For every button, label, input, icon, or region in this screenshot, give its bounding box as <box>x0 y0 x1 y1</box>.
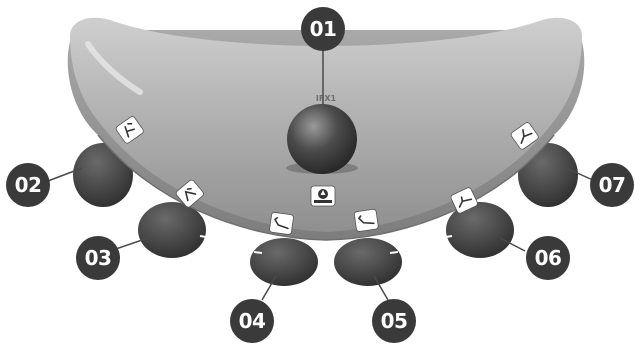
housing-lower-edge <box>97 134 555 241</box>
callout-01-label: 01 <box>310 17 337 41</box>
button-06[interactable] <box>446 202 514 258</box>
callout-07: 07 <box>590 163 634 207</box>
leader-02 <box>47 167 83 182</box>
callout-07-label: 07 <box>599 173 626 197</box>
button-02[interactable] <box>73 143 133 207</box>
lip-notch <box>439 235 453 239</box>
model-label: IFX1 <box>316 94 337 103</box>
seat-elevate-icon <box>450 187 478 214</box>
callout-01: 01 <box>301 7 345 51</box>
drive-mode-icon <box>310 185 336 207</box>
leader-07 <box>565 167 596 182</box>
joystick-knob-icon[interactable] <box>287 104 357 174</box>
callout-02-label: 02 <box>15 173 42 197</box>
joystick[interactable] <box>286 104 358 174</box>
leg-rest-left-icon <box>269 211 294 235</box>
callout-03: 03 <box>76 236 120 280</box>
button-04[interactable] <box>250 238 318 286</box>
callout-05-label: 05 <box>381 309 408 333</box>
callout-04-label: 04 <box>239 309 266 333</box>
callout-05: 05 <box>372 299 416 343</box>
side-buttons <box>73 143 578 286</box>
seat-tilt-icon <box>175 179 204 208</box>
button-icons <box>115 116 539 235</box>
back-tilt-icon <box>510 122 539 150</box>
leader-06 <box>499 237 526 252</box>
callout-02: 02 <box>6 163 50 207</box>
button-05[interactable] <box>334 238 402 286</box>
callout-04: 04 <box>230 299 274 343</box>
leg-rest-right-icon <box>353 208 379 232</box>
callout-03-label: 03 <box>85 246 112 270</box>
leader-04 <box>261 275 277 301</box>
housing-highlight <box>85 41 143 95</box>
lip-notch <box>199 235 213 239</box>
lip-notch <box>389 251 399 254</box>
button-03[interactable] <box>138 202 206 258</box>
callouts: 01 02 03 04 05 06 07 <box>6 7 634 343</box>
callout-06-label: 06 <box>535 246 562 270</box>
lip-notch <box>253 251 263 254</box>
seat-recline-icon <box>115 116 144 144</box>
leader-05 <box>373 275 389 301</box>
callout-06: 06 <box>526 236 570 280</box>
